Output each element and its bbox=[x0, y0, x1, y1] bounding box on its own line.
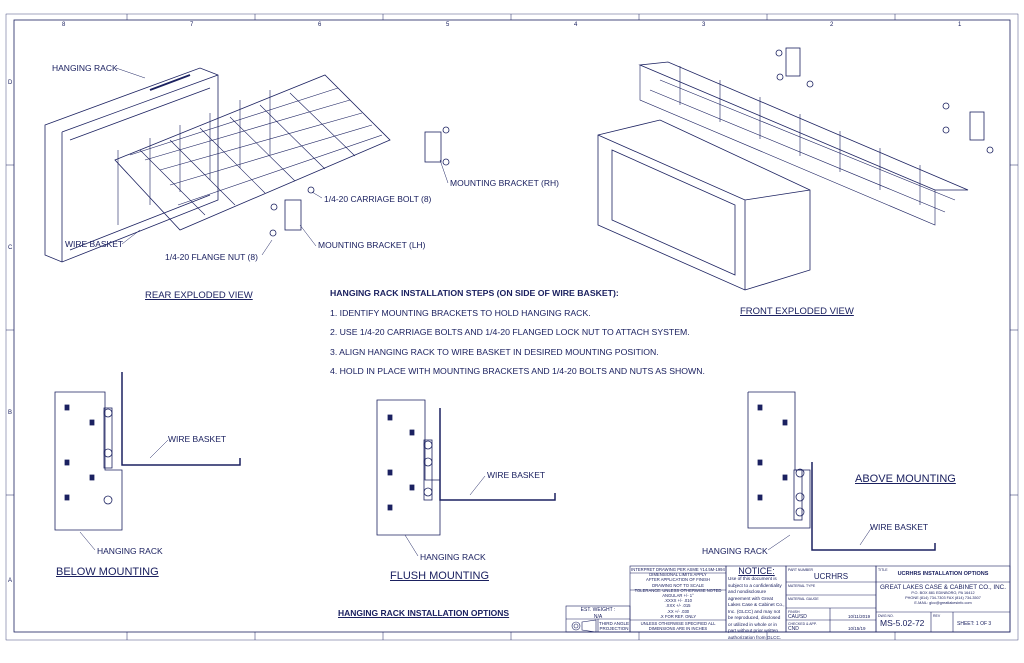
units-note: UNLESS OTHERWISE SPECIFIED ALL DIMENSION… bbox=[640, 621, 716, 631]
checked-date: 10/15/19 bbox=[848, 626, 866, 631]
projection-label: THIRD ANGLE PROJECTION bbox=[599, 621, 630, 631]
tolerance-line: DIMENSIONAL LIMITS APPLY bbox=[649, 572, 707, 578]
rev-label: REV bbox=[933, 614, 941, 618]
below-hanging-rack-label: HANGING RACK bbox=[97, 546, 163, 556]
dwg-no-label: DWG NO. bbox=[878, 614, 894, 618]
zone-col-4: 4 bbox=[574, 22, 578, 28]
above-wire-basket-label: WIRE BASKET bbox=[870, 522, 929, 532]
drawn-by: CAU/SD bbox=[788, 614, 807, 620]
rear-exploded-view-drawing bbox=[44, 67, 450, 263]
steps-heading: HANGING RACK INSTALLATION STEPS (ON SIDE… bbox=[330, 288, 619, 298]
installation-steps: HANGING RACK INSTALLATION STEPS (ON SIDE… bbox=[330, 284, 705, 382]
above-mounting-drawing bbox=[747, 391, 936, 551]
above-mounting-title: ABOVE MOUNTING bbox=[855, 473, 956, 485]
below-wire-basket-label: WIRE BASKET bbox=[168, 434, 227, 444]
drawing-frame bbox=[13, 19, 1011, 633]
label-carriage-bolt: 1/4-20 CARRIAGE BOLT (8) bbox=[324, 194, 432, 204]
checked-by: CND bbox=[788, 626, 799, 632]
est-weight-label: EST. WEIGHT : bbox=[580, 607, 616, 613]
front-exploded-view-title: FRONT EXPLODED VIEW bbox=[740, 306, 854, 317]
tolerance-line: .XXXX +/- .010 bbox=[664, 598, 692, 604]
zone-col-8: 8 bbox=[62, 22, 66, 28]
zone-col-2: 2 bbox=[830, 22, 834, 28]
step-item: 4. HOLD IN PLACE WITH MOUNTING BRACKETS … bbox=[330, 366, 705, 376]
zone-row-a: A bbox=[8, 578, 13, 584]
step-item: 2. USE 1/4-20 CARRIAGE BOLTS AND 1/4-20 … bbox=[330, 327, 690, 337]
tolerance-line: TOLERANCE: UNLESS OTHERWISE NOTED bbox=[634, 587, 722, 593]
tolerance-line: ANGULAR +/- 1° bbox=[662, 593, 694, 599]
label-bracket-rh: MOUNTING BRACKET (RH) bbox=[450, 178, 559, 188]
est-weight: EST. WEIGHT :N/A bbox=[566, 607, 630, 620]
company-info: GREAT LAKES CASE & CABINET CO., INC. P.O… bbox=[876, 584, 1010, 606]
label-hanging-rack: HANGING RACK bbox=[52, 63, 118, 73]
tolerance-line: .XX +/- .030 bbox=[666, 608, 690, 614]
label-wire-basket: WIRE BASKET bbox=[65, 239, 124, 249]
step-item: 1. IDENTIFY MOUNTING BRACKETS TO HOLD HA… bbox=[330, 307, 591, 318]
drawn-date: 10/11/2019 bbox=[848, 614, 871, 619]
material-type-label: MATERIAL TYPE bbox=[788, 584, 816, 588]
label-flange-nut: 1/4-20 FLANGE NUT (8) bbox=[165, 252, 258, 262]
sheet-number: SHEET: 1 OF 3 bbox=[957, 621, 992, 627]
material-gauge-label: MATERIAL GAUGE bbox=[788, 597, 819, 601]
rear-exploded-view-title: REAR EXPLODED VIEW bbox=[145, 290, 253, 301]
part-number: UCRHRS bbox=[813, 572, 849, 581]
part-number-label: PART NUMBER bbox=[788, 568, 814, 572]
notice-box: NOTICE: Use of this document is subject … bbox=[728, 566, 785, 641]
zone-col-5: 5 bbox=[446, 22, 450, 28]
tolerance-line: .XXX +/- .015 bbox=[665, 603, 691, 609]
zone-col-1: 1 bbox=[958, 22, 962, 28]
tolerance-line: DRAWING NOT TO SCALE bbox=[652, 582, 704, 588]
zone-col-6: 6 bbox=[318, 22, 322, 28]
label-bracket-lh: MOUNTING BRACKET (LH) bbox=[318, 240, 426, 250]
zone-row-b: B bbox=[8, 410, 13, 416]
tolerance-line: .X FOR REF. ONLY bbox=[659, 613, 697, 619]
title-label: TITLE bbox=[878, 568, 888, 572]
flush-mounting-title: FLUSH MOUNTING bbox=[390, 570, 489, 582]
tolerance-line: AFTER APPLICATION OF FINISH bbox=[646, 577, 710, 583]
est-weight-value: N/A bbox=[593, 613, 603, 620]
notice-title: NOTICE: bbox=[738, 566, 775, 576]
zone-row-c: C bbox=[8, 245, 13, 251]
dwg-no: MS-5.02-72 bbox=[880, 618, 925, 628]
company-phone: PHONE (814) 734-7303 FAX (814) 734-3507 bbox=[905, 596, 981, 600]
zone-col-7: 7 bbox=[190, 22, 194, 28]
sheet-title: HANGING RACK INSTALLATION OPTIONS bbox=[338, 608, 510, 618]
finish-label: FINISH bbox=[788, 610, 800, 614]
tolerance-line: INTERPRET DRAWING PER ASME Y14.5M-1994 bbox=[631, 567, 725, 572]
company-name: GREAT LAKES CASE & CABINET CO., INC. bbox=[880, 584, 1006, 591]
flush-hanging-rack-label: HANGING RACK bbox=[420, 552, 486, 562]
zone-row-d: D bbox=[8, 80, 13, 86]
zone-ticks bbox=[6, 14, 1018, 640]
company-address: P.O. BOX 881 EDINBORO, PA 16412 bbox=[911, 591, 975, 595]
zone-col-3: 3 bbox=[702, 22, 706, 28]
checked-label: CHECKED & APP. bbox=[788, 622, 817, 626]
notice-text: Use of this document is subject to a con… bbox=[728, 576, 785, 640]
drawing-title: UCRHRS INSTALLATION OPTIONS bbox=[897, 571, 989, 577]
step-item: 3. ALIGN HANGING RACK TO WIRE BASKET IN … bbox=[330, 346, 659, 357]
title-block-grid bbox=[565, 565, 1011, 633]
leader-lines bbox=[79, 67, 873, 557]
above-hanging-rack-label: HANGING RACK bbox=[702, 546, 768, 556]
flush-mounting-drawing bbox=[376, 399, 556, 536]
flush-wire-basket-label: WIRE BASKET bbox=[487, 470, 546, 480]
company-email: E-MAIL: glcc@greatlakesinfo.com bbox=[914, 601, 972, 605]
below-mounting-title: BELOW MOUNTING bbox=[56, 566, 159, 578]
tolerance-notes: INTERPRET DRAWING PER ASME Y14.5M-1994 D… bbox=[630, 567, 726, 619]
front-exploded-view-drawing bbox=[597, 47, 994, 291]
below-mounting-drawing bbox=[54, 372, 241, 531]
outer-frame bbox=[5, 13, 1019, 641]
